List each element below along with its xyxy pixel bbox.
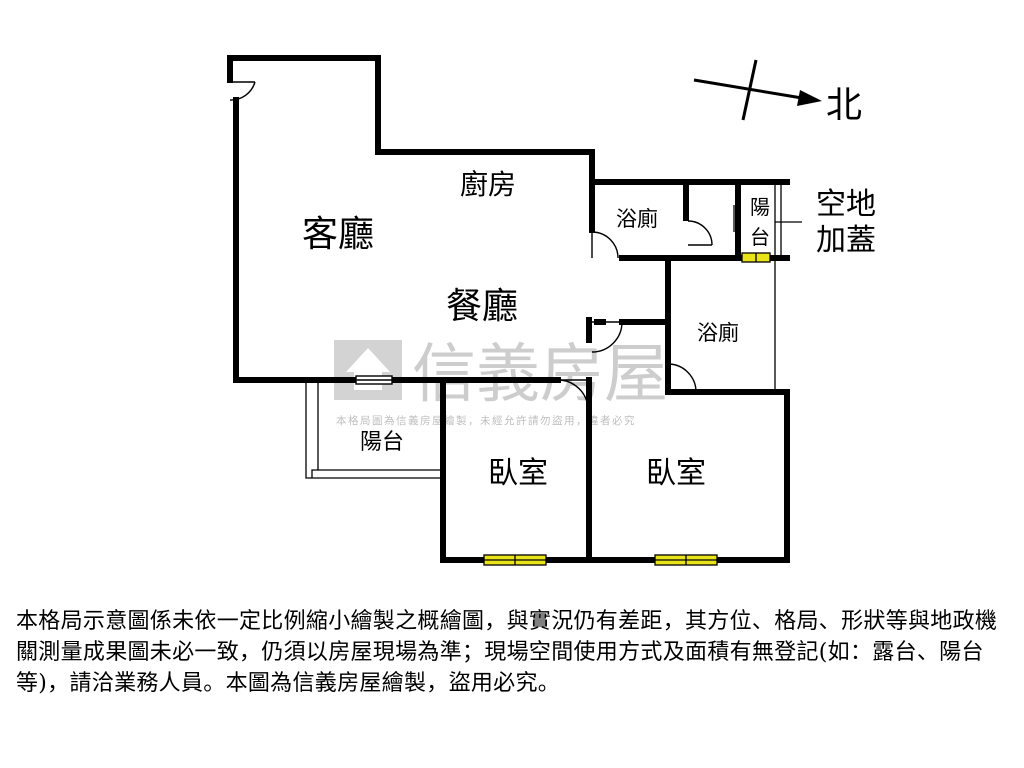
label-extension-line2: 加蓋 xyxy=(816,223,876,258)
floor-plan: 信義房屋 本格局圖為信義房屋繪製，未經允許請勿盜用，違者必究 xyxy=(227,55,876,566)
label-dining-room: 餐廳 xyxy=(446,286,518,327)
watermark-logo-icon xyxy=(334,340,402,400)
balcony-sliding-door xyxy=(355,375,393,385)
dining-door xyxy=(591,321,623,353)
disclaimer-text: 本格局示意圖係未依一定比例縮小繪製之概繪圖，與實況仍有差距，其方位、格局、形狀等… xyxy=(16,609,998,696)
entrance-door xyxy=(229,81,256,101)
compass-north-label: 北 xyxy=(826,85,862,126)
doors xyxy=(229,81,713,411)
compass: 北 xyxy=(693,59,862,126)
watermark-brand: 信義房屋 xyxy=(412,338,668,412)
compass-arrow-icon xyxy=(693,78,809,101)
watermark-notice: 本格局圖為信義房屋繪製，未經允許請勿盜用，違者必究 xyxy=(336,414,636,427)
bath2-door xyxy=(667,363,697,393)
label-bedroom-2: 臥室 xyxy=(646,456,706,491)
label-bedroom-1: 臥室 xyxy=(488,456,548,491)
thin-outlines xyxy=(305,181,802,479)
bath1-door xyxy=(591,231,619,259)
label-balcony-main: 陽台 xyxy=(360,430,404,455)
label-bathroom-1: 浴廁 xyxy=(616,207,658,231)
label-bathroom-2: 浴廁 xyxy=(697,321,739,345)
label-extension-line1: 空地 xyxy=(816,187,876,222)
label-kitchen: 廚房 xyxy=(460,168,516,201)
bedroom1-door xyxy=(557,379,589,411)
label-living-room: 客廳 xyxy=(302,214,374,255)
watermark: 信義房屋 本格局圖為信義房屋繪製，未經允許請勿盜用，違者必究 xyxy=(334,338,668,427)
windows xyxy=(483,252,771,566)
inner-door xyxy=(687,220,713,246)
label-balcony-small: 陽 台 xyxy=(750,195,776,249)
room-labels: 客廳 廚房 餐廳 浴廁 浴廁 陽台 臥室 臥室 陽 台 空地 加蓋 xyxy=(302,168,876,491)
